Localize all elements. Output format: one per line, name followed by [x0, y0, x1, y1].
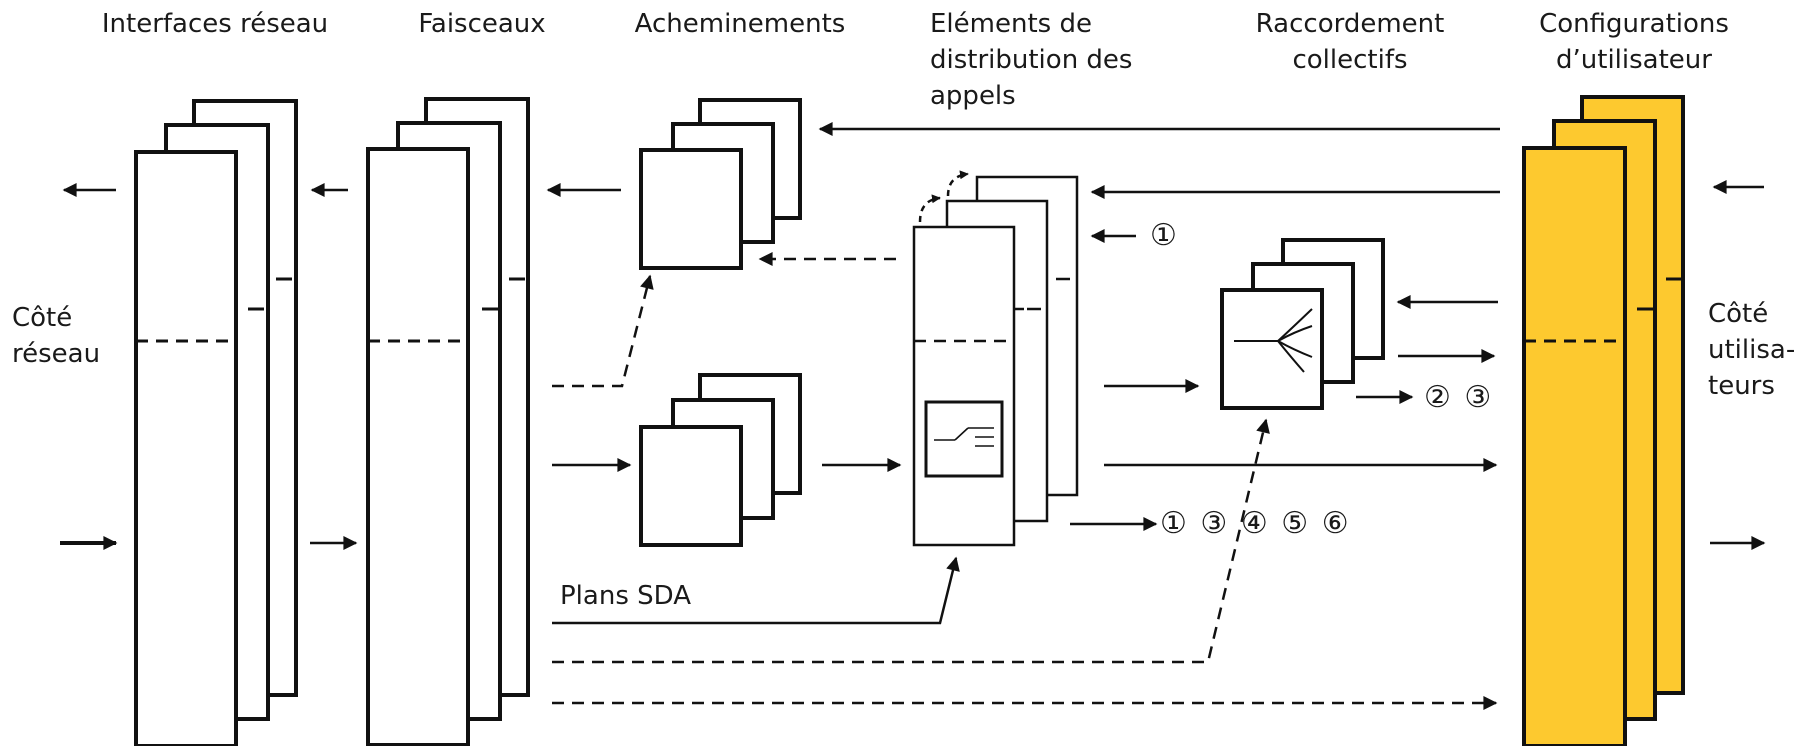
marker-call-distribution-out: ① ③ ④ ⑤ ⑥ — [1160, 506, 1351, 541]
routings-lower-card-front — [639, 425, 743, 547]
side-label-network-line-1: Côté — [12, 303, 73, 333]
column-title-call-distribution-line-1: Eléments de — [930, 9, 1092, 39]
column-title-call-distribution-line-3: appels — [930, 81, 1016, 111]
side-label-network-line-2: réseau — [12, 339, 101, 369]
user-configurations-stack — [1522, 95, 1685, 746]
side-label-users: Côté utilisa- teurs — [1708, 296, 1795, 404]
column-title-user-configurations-line-2: d’utilisateur — [1556, 45, 1712, 75]
column-title-network-interfaces: Interfaces réseau — [101, 9, 329, 39]
side-label-users-line-3: teurs — [1708, 371, 1775, 401]
call-distribution-switch-symbol — [924, 400, 1004, 478]
call-distribution-card-front — [912, 225, 1016, 547]
group-connections-fan-symbol — [1234, 308, 1313, 373]
column-title-group-connections-line-2: collectifs — [1292, 45, 1408, 75]
network-interfaces-card-front — [134, 150, 238, 746]
marker-call-distribution-in: ① — [1150, 218, 1179, 253]
column-title-call-distribution-line-2: distribution des — [930, 45, 1133, 75]
user-configurations-card-front — [1522, 146, 1627, 746]
column-title-call-distribution: Eléments de distribution des appels — [930, 6, 1190, 114]
column-title-routings: Acheminements — [634, 9, 846, 39]
network-interfaces-stack — [134, 99, 298, 746]
flow-dashed-to-group-connections — [552, 418, 1270, 664]
side-label-network: Côté réseau — [12, 300, 100, 372]
routings-lower-stack — [639, 373, 802, 547]
flow-did-plans — [552, 556, 960, 625]
did-plans-label: Plans SDA — [560, 581, 691, 611]
column-title-user-configurations-line-1: Configurations — [1539, 9, 1729, 39]
routings-upper-card-front — [639, 148, 743, 270]
trunks-card-front — [366, 147, 470, 746]
trunks-stack — [366, 97, 530, 746]
column-title-user-configurations: Configurations d’utilisateur — [1514, 6, 1754, 78]
group-connections-card-front — [1220, 288, 1324, 410]
marker-group-out: ② ③ — [1424, 380, 1494, 415]
group-connections-stack — [1220, 238, 1385, 410]
call-distribution-stack — [912, 175, 1079, 547]
call-distribution-cycle-arrow-2 — [946, 170, 969, 197]
column-title-group-connections-line-1: Raccordement — [1255, 9, 1445, 39]
routings-upper-stack — [639, 98, 802, 270]
call-distribution-cycle-arrow-1 — [918, 194, 941, 223]
column-title-trunks: Faisceaux — [418, 9, 546, 39]
flow-dashed-to-routings-upper — [552, 274, 654, 388]
side-label-users-line-1: Côté — [1708, 299, 1769, 329]
side-label-users-line-2: utilisa- — [1708, 335, 1796, 365]
column-title-group-connections: Raccordement collectifs — [1230, 6, 1470, 78]
